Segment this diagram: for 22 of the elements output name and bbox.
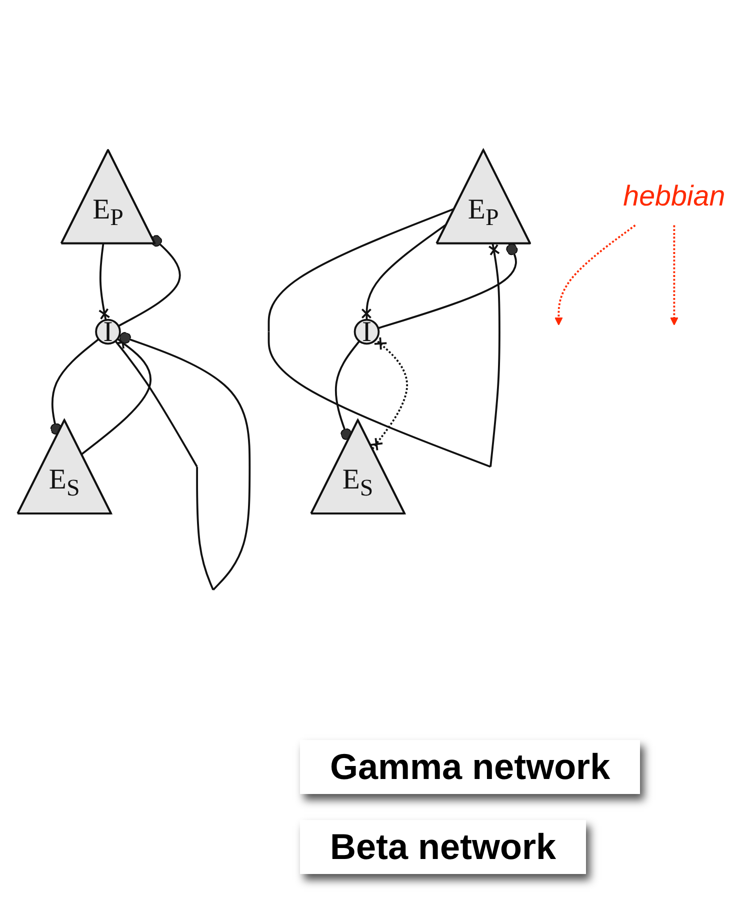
annotation-text: hebbian	[623, 180, 726, 212]
connector	[361, 223, 448, 320]
connector	[118, 235, 181, 327]
connector	[488, 244, 500, 467]
connector	[378, 243, 518, 330]
dotted-arrow	[670, 225, 678, 326]
connector	[268, 208, 456, 332]
connector	[369, 336, 408, 452]
network-caption: Gamma network	[300, 740, 640, 794]
connector	[196, 466, 214, 590]
connector	[118, 332, 251, 591]
neuron-triangle: E$_{P}$	[436, 149, 531, 244]
connector	[98, 244, 110, 320]
neuron-triangle: E$_{P}$	[60, 149, 156, 244]
connector	[50, 338, 100, 436]
connector	[114, 340, 198, 468]
connector	[268, 332, 491, 468]
neuron-triangle: E$_{S}$	[16, 419, 112, 514]
neuron-triangle: E$_{S}$	[310, 419, 406, 514]
dotted-arrow	[554, 224, 636, 326]
connector	[334, 340, 360, 440]
network-caption: Beta network	[300, 820, 586, 874]
